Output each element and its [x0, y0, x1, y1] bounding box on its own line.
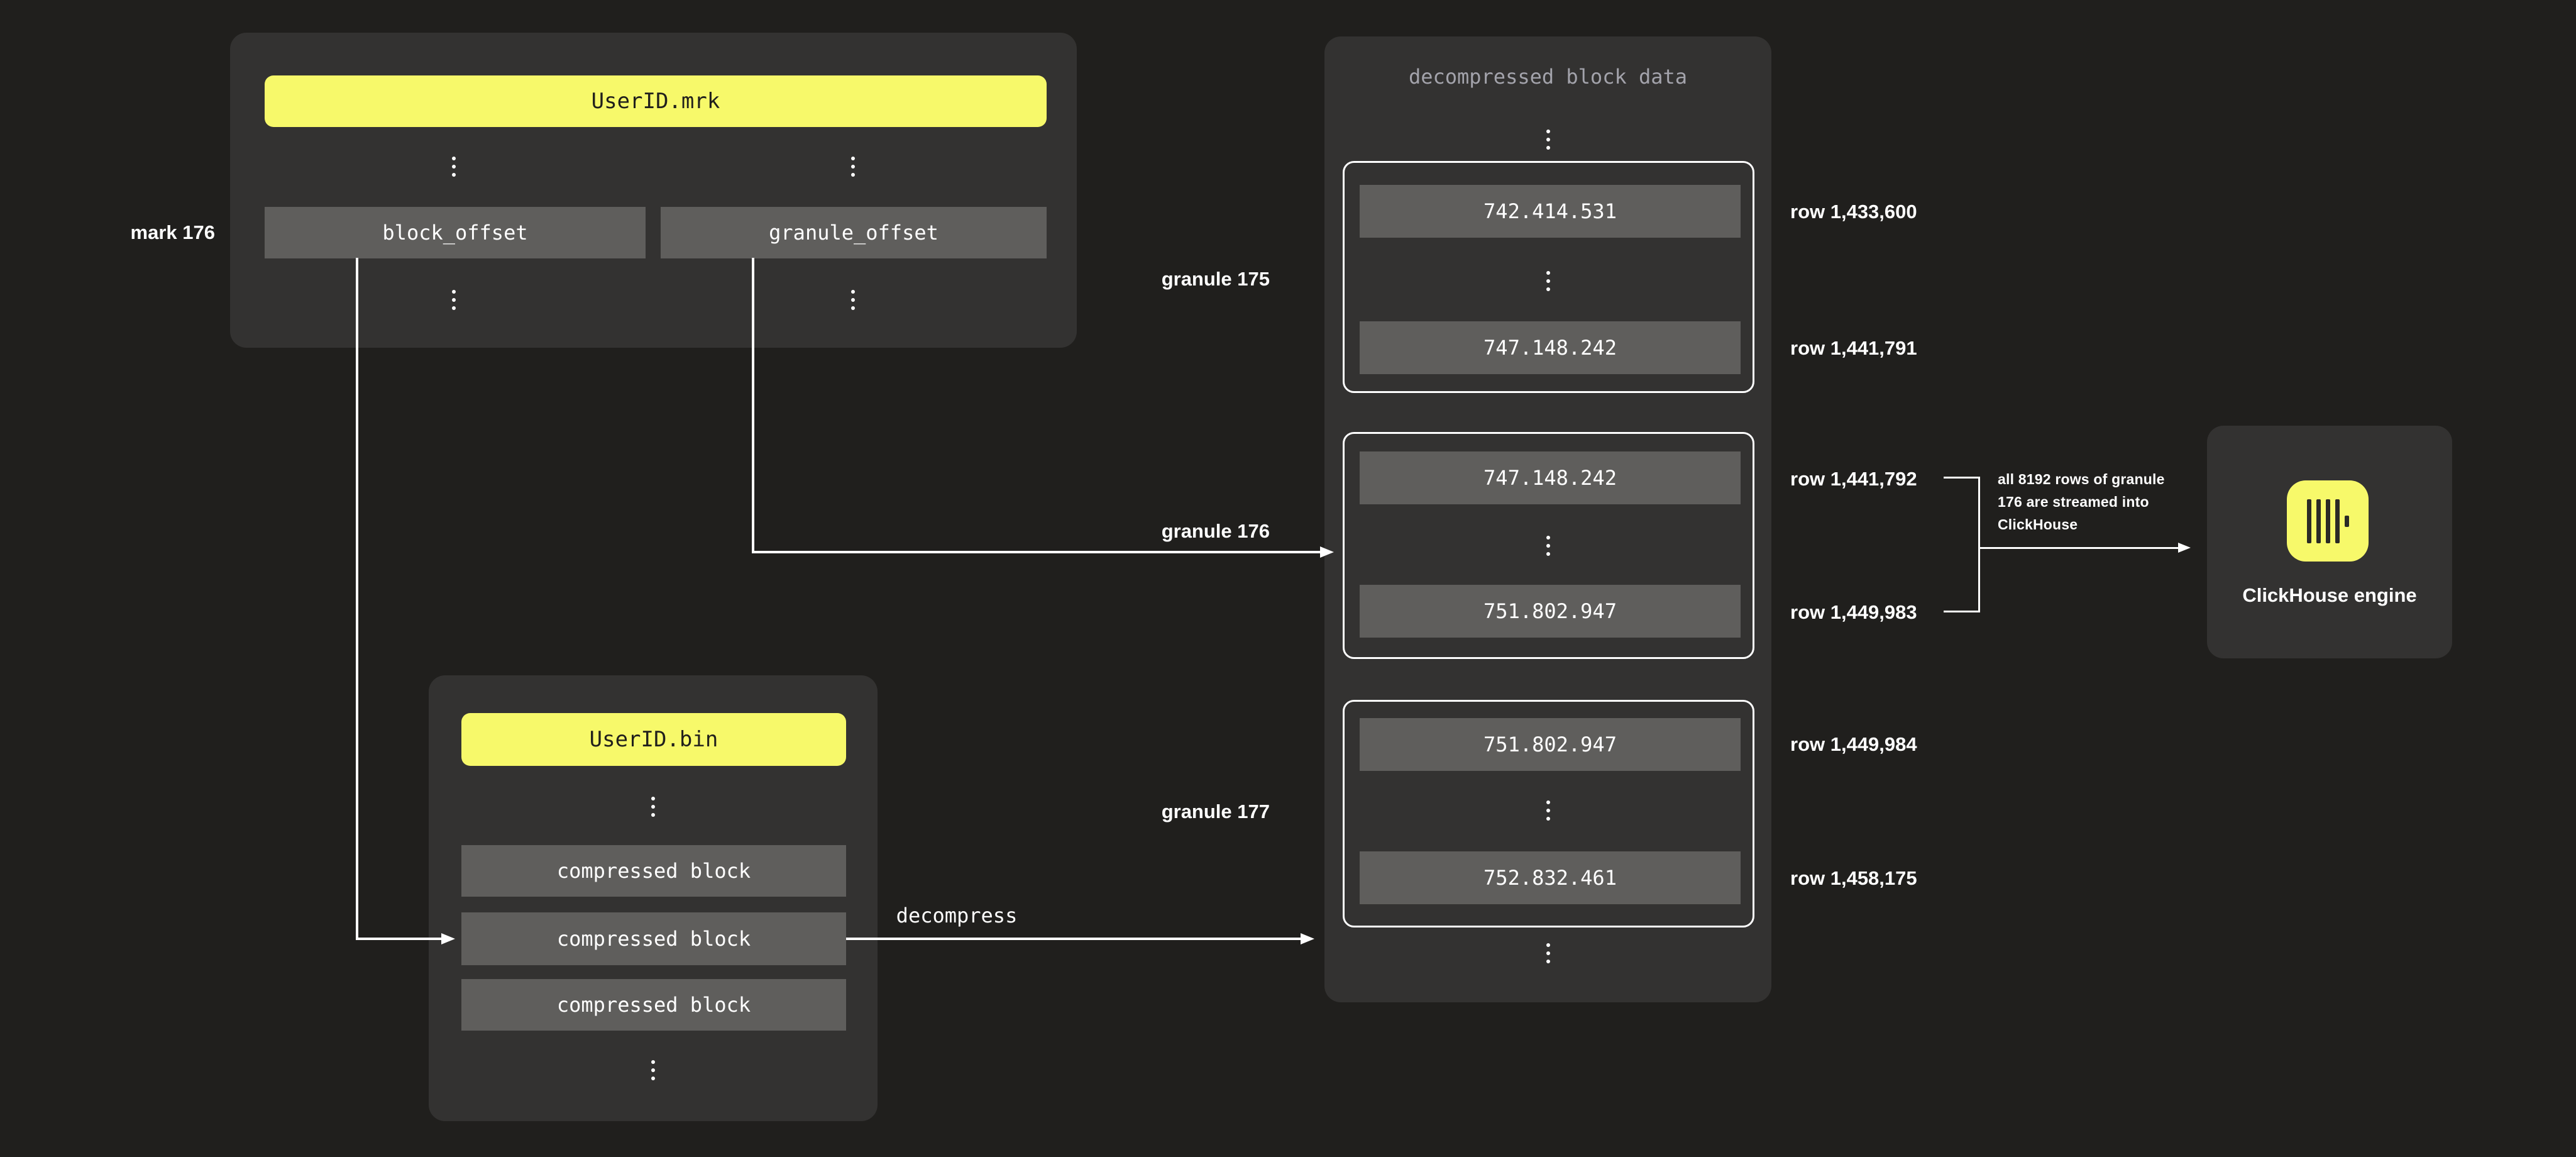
compressed-block-cell: compressed block — [461, 912, 846, 965]
ellipsis-icon — [651, 797, 655, 817]
compressed-block-label: compressed block — [556, 993, 751, 1017]
bin-file-panel: UserID.bin compressed block compressed b… — [429, 675, 878, 1121]
mrk-file-panel: UserID.mrk block_offset granule_offset — [230, 33, 1077, 348]
ellipsis-icon — [851, 290, 855, 310]
value-cell: 751.802.947 — [1360, 718, 1741, 771]
granule-177-label: granule 177 — [1161, 800, 1270, 822]
clickhouse-logo-icon — [2287, 480, 2369, 562]
bracket-vertical — [1978, 477, 1980, 612]
compressed-block-cell: compressed block — [461, 979, 846, 1031]
granule-175-label: granule 175 — [1161, 268, 1270, 290]
block-offset-label: block_offset — [382, 221, 528, 245]
annotation-line-3: ClickHouse — [1998, 516, 2078, 533]
decompress-label: decompress — [896, 904, 1018, 927]
row-label-1458175: row 1,458,175 — [1790, 867, 1917, 889]
mrk-file-title: UserID.mrk — [591, 89, 720, 114]
row-label-1433600: row 1,433,600 — [1790, 201, 1917, 223]
granule-176-group: 747.148.242 751.802.947 — [1343, 432, 1754, 659]
bin-file-header: UserID.bin — [461, 713, 846, 766]
decompress-arrow-line — [846, 938, 1302, 940]
value-cell: 747.148.242 — [1360, 321, 1741, 374]
ellipsis-icon — [851, 157, 855, 177]
stream-arrowhead-icon — [2178, 543, 2191, 553]
compressed-block-cell: compressed block — [461, 845, 846, 897]
ellipsis-icon — [651, 1060, 655, 1080]
granule-177-group: 751.802.947 752.832.461 — [1343, 700, 1754, 927]
clickhouse-engine-label: ClickHouse engine — [2242, 584, 2417, 606]
value-cell: 742.414.531 — [1360, 185, 1741, 238]
granule-177-last-value: 752.832.461 — [1483, 866, 1617, 890]
value-cell: 751.802.947 — [1360, 585, 1741, 638]
row-label-1441791: row 1,441,791 — [1790, 337, 1917, 359]
bracket-stub-top — [1944, 477, 1980, 479]
bracket-stub-bottom — [1944, 611, 1980, 612]
block-offset-connector-horizontal — [356, 938, 444, 940]
granule-175-first-value: 742.414.531 — [1483, 199, 1617, 223]
row-label-1441792: row 1,441,792 — [1790, 468, 1917, 490]
ellipsis-icon — [1546, 130, 1550, 150]
ellipsis-icon — [1546, 536, 1550, 556]
decompressed-data-panel: decompressed block data 742.414.531 747.… — [1324, 36, 1771, 1002]
granule-176-first-value: 747.148.242 — [1483, 466, 1617, 490]
granule-offset-label: granule_offset — [769, 221, 938, 245]
block-offset-cell: block_offset — [265, 207, 646, 258]
granule-offset-connector-horizontal — [752, 551, 1323, 553]
granule-176-last-value: 751.802.947 — [1483, 599, 1617, 623]
granule-177-first-value: 751.802.947 — [1483, 733, 1617, 756]
granule-offset-cell: granule_offset — [661, 207, 1047, 258]
granule-offset-arrowhead-icon — [1320, 546, 1334, 558]
granule-175-group: 742.414.531 747.148.242 — [1343, 161, 1754, 393]
decompressed-panel-title: decompressed block data — [1408, 65, 1688, 89]
row-label-1449984: row 1,449,984 — [1790, 733, 1917, 755]
ellipsis-icon — [452, 157, 456, 177]
ellipsis-icon — [1546, 271, 1550, 291]
compressed-block-label: compressed block — [556, 859, 751, 883]
clickhouse-engine-panel: ClickHouse engine — [2207, 426, 2452, 658]
granule-offset-connector-vertical — [752, 258, 754, 553]
compressed-block-label: compressed block — [556, 927, 751, 951]
annotation-line-2: 176 are streamed into — [1998, 494, 2149, 510]
annotation-line-1: all 8192 rows of granule — [1998, 471, 2165, 487]
ellipsis-icon — [1546, 943, 1550, 963]
row-label-1449983: row 1,449,983 — [1790, 601, 1917, 623]
stream-arrow-line — [1978, 547, 2179, 549]
block-offset-arrowhead-icon — [441, 933, 455, 944]
value-cell: 752.832.461 — [1360, 851, 1741, 904]
value-cell: 747.148.242 — [1360, 451, 1741, 504]
decompress-arrowhead-icon — [1301, 933, 1314, 944]
mrk-file-header: UserID.mrk — [265, 75, 1047, 127]
block-offset-connector-vertical — [356, 258, 358, 940]
ellipsis-icon — [452, 290, 456, 310]
bin-file-title: UserID.bin — [589, 727, 718, 752]
ellipsis-icon — [1546, 800, 1550, 821]
granule-176-label: granule 176 — [1161, 520, 1270, 542]
mark-176-label: mark 176 — [130, 221, 215, 243]
granule-175-last-value: 747.148.242 — [1483, 336, 1617, 360]
